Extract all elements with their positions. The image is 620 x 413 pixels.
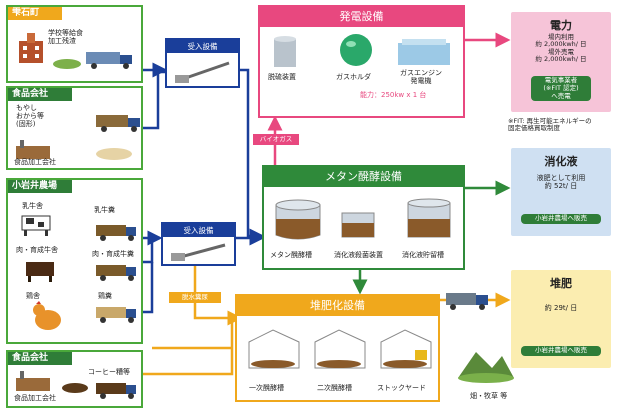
source-title: 小岩井農場	[8, 180, 72, 193]
truck-icon	[446, 293, 488, 310]
stockyard-label: ストックヤード	[377, 384, 426, 392]
waste-pile-icon	[53, 59, 81, 69]
power-generation-facility: 発電設備 脱硫装置 ガスホルダ ガスエンジン 発電機 能力：250kw x 1 …	[258, 5, 465, 118]
receiving-title: 受入設備	[167, 40, 238, 53]
output-compost: 堆肥 約 29t/ 日 小岩井農場へ販売	[511, 270, 611, 368]
truck-icon	[96, 307, 136, 323]
source-title: 雫石町	[8, 7, 62, 20]
dairy-barn-label: 乳牛舎	[22, 202, 43, 210]
beef-manure-label: 肉・育成牛糞	[92, 250, 134, 258]
sterilizer-label: 消化液殺菌装置	[334, 251, 383, 259]
beef-barn-label: 肉・育成牛舎	[16, 246, 58, 254]
fermenter-label: メタン醗酵槽	[270, 251, 312, 259]
composting-facility: 堆肥化設備 一次醗酵槽 二次醗酵槽 ストックヤード	[235, 294, 440, 402]
gas-engine-label: ガスエンジン 発電機	[400, 69, 442, 86]
truck-icon	[96, 225, 136, 241]
truck-icon	[96, 265, 136, 281]
source-koiwai-farm: 小岩井農場 乳牛舎 乳牛糞 肉・育成牛舎 肉・育成牛糞 鶏舎 鶏糞	[6, 178, 143, 344]
fermenter-tank-icon	[275, 199, 321, 240]
waste-pile-icon	[62, 383, 88, 393]
output-electricity: 電力 場内利用 約 2,000kwh/ 日 場外売電 約 2,000kwh/ 日…	[511, 12, 611, 112]
source-item-label: コーヒー糟等	[88, 368, 130, 376]
storage-tank-icon	[407, 198, 451, 238]
output-title: 消化液	[544, 155, 578, 168]
gas-holder-icon	[340, 34, 372, 66]
desulfurizer-label: 脱硫装置	[268, 73, 296, 81]
primary-fermentation-icon	[248, 329, 300, 369]
facility-title: 発電設備	[260, 7, 463, 27]
source-food-company-1: 食品会社 もやし おから等 (固形) 食品加工会社	[6, 86, 143, 170]
stockyard-icon	[380, 329, 432, 369]
capacity-label: 能力：250kw x 1 台	[360, 91, 427, 99]
factory-label: 食品加工会社	[14, 158, 56, 166]
factory-icon	[16, 371, 50, 391]
output-badge: 小岩井農場へ販売	[521, 346, 601, 356]
truck-icon	[96, 383, 136, 399]
truck-icon	[86, 52, 132, 69]
source-title: 食品会社	[8, 352, 72, 365]
factory-label: 食品加工会社	[14, 394, 56, 402]
chicken-manure-label: 鶏糞	[98, 292, 112, 300]
methane-fermentation-facility: メタン醗酵設備 メタン醗酵槽 消化液殺菌装置 消化液貯留槽	[262, 165, 465, 270]
output-badge: 小岩井農場へ販売	[521, 214, 601, 224]
waste-pile-icon	[96, 148, 132, 160]
source-title: 食品会社	[8, 88, 72, 101]
desulfurizer-icon	[274, 36, 296, 67]
field-label: 畑・牧草 等	[470, 392, 508, 400]
receiving-facility-1: 受入設備	[165, 38, 240, 88]
primary-fermentation-label: 一次醗酵槽	[249, 384, 284, 392]
gas-holder-label: ガスホルダ	[336, 73, 371, 81]
chicken-barn-label: 鶏舎	[26, 292, 40, 300]
output-badge: 電気事業者 (※FIT 認定) へ売電	[531, 76, 591, 102]
facility-title: メタン醗酵設備	[264, 167, 463, 187]
factory-icon	[16, 140, 50, 159]
conveyor-icon	[175, 61, 230, 83]
source-item-label: 学校等給食 加工残渣	[48, 29, 83, 46]
school-icon	[19, 33, 43, 63]
sterilizer-tank-icon	[341, 212, 375, 238]
output-title: 堆肥	[550, 277, 572, 290]
source-food-company-2: 食品会社 コーヒー糟等 食品加工会社	[6, 350, 143, 408]
truck-icon	[96, 115, 140, 132]
dairy-cow-icon	[21, 215, 51, 236]
field-icon	[458, 352, 514, 383]
beef-cow-icon	[26, 262, 54, 282]
receiving-facility-2: 受入設備	[161, 222, 236, 266]
receiving-title: 受入設備	[163, 224, 234, 237]
facility-title: 堆肥化設備	[237, 296, 438, 316]
output-detail: 約 29t/ 日	[544, 304, 578, 312]
output-detail: 液肥として利用 約 52t/ 日	[536, 174, 586, 191]
output-detail: 場内利用 約 2,000kwh/ 日 場外売電 約 2,000kwh/ 日	[535, 33, 587, 64]
storage-label: 消化液貯留槽	[402, 251, 444, 259]
biogas-label: バイオガス	[253, 134, 299, 145]
source-item-label: もやし おから等 (固形)	[16, 104, 44, 129]
source-shizukuishi: 雫石町 学校等給食 加工残渣	[6, 5, 143, 83]
secondary-fermentation-icon	[314, 329, 366, 369]
output-title: 電力	[550, 19, 572, 32]
dewatered-manure-label: 脱水糞尿	[169, 292, 221, 303]
dairy-manure-label: 乳牛糞	[94, 206, 115, 214]
secondary-fermentation-label: 二次醗酵槽	[317, 384, 352, 392]
chicken-icon	[33, 301, 61, 330]
output-digestate: 消化液 液肥として利用 約 52t/ 日 小岩井農場へ販売	[511, 148, 611, 236]
conveyor-icon	[171, 243, 226, 261]
fit-note: ※FIT: 再生可能エネルギーの 固定価格買取制度	[508, 117, 592, 133]
gas-engine-icon	[398, 39, 450, 65]
